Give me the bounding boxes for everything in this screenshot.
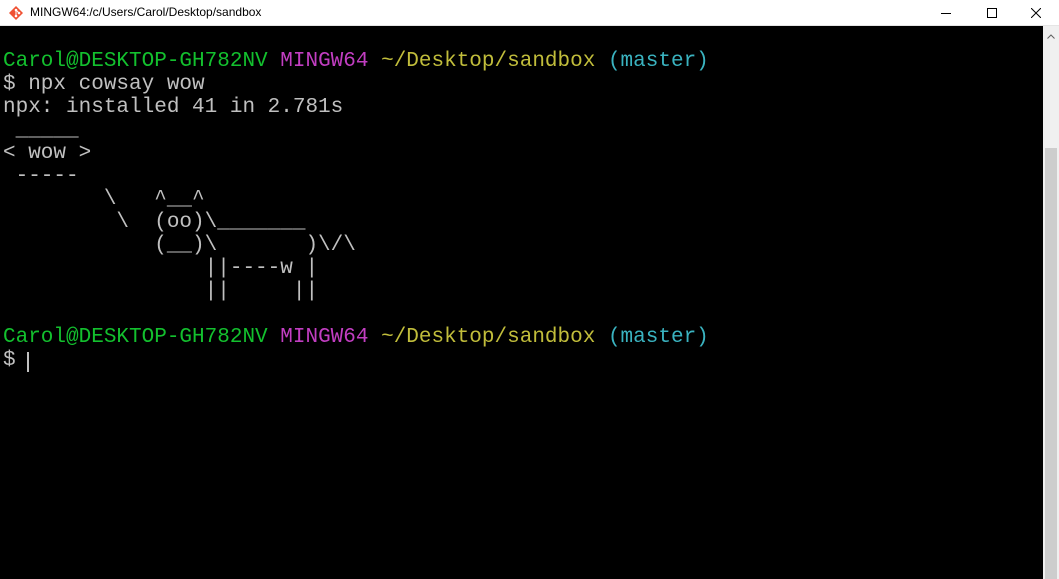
close-button[interactable] bbox=[1013, 0, 1059, 25]
close-icon bbox=[1031, 7, 1041, 18]
prompt-line-1: Carol@DESKTOP-GH782NV MINGW64 ~/Desktop/… bbox=[3, 50, 709, 73]
prompt-system: MINGW64 bbox=[280, 326, 369, 349]
output-line: || || bbox=[3, 280, 319, 303]
prompt-system: MINGW64 bbox=[280, 50, 369, 73]
prompt-branch: (master) bbox=[607, 50, 709, 73]
output-line: ||----w | bbox=[3, 257, 319, 280]
terminal-area[interactable]: Carol@DESKTOP-GH782NV MINGW64 ~/Desktop/… bbox=[0, 26, 1043, 579]
prompt-path: ~/Desktop/sandbox bbox=[381, 50, 596, 73]
prompt-line-2: Carol@DESKTOP-GH782NV MINGW64 ~/Desktop/… bbox=[3, 326, 709, 349]
prompt-user: Carol@DESKTOP-GH782NV bbox=[3, 50, 268, 73]
output-line: npx: installed 41 in 2.781s bbox=[3, 96, 344, 119]
output-line: < wow > bbox=[3, 142, 92, 165]
vertical-scrollbar[interactable] bbox=[1043, 26, 1059, 579]
prompt-user: Carol@DESKTOP-GH782NV bbox=[3, 326, 268, 349]
output-line: (__)\ )\/\ bbox=[3, 234, 356, 257]
prompt-branch: (master) bbox=[607, 326, 709, 349]
prompt-path: ~/Desktop/sandbox bbox=[381, 326, 596, 349]
minimize-icon bbox=[941, 8, 951, 18]
input-prompt: $ bbox=[3, 349, 29, 372]
chevron-up-icon bbox=[1047, 26, 1055, 44]
output-line: \ (oo)\_______ bbox=[3, 211, 306, 234]
command-line: $ npx cowsay wow bbox=[3, 73, 205, 96]
text-cursor bbox=[27, 352, 29, 372]
maximize-button[interactable] bbox=[969, 0, 1015, 25]
output-line: _____ bbox=[3, 119, 79, 142]
minimize-button[interactable] bbox=[923, 0, 969, 25]
output-line: \ ^__^ bbox=[3, 188, 205, 211]
scrollbar-thumb[interactable] bbox=[1045, 148, 1057, 579]
maximize-icon bbox=[987, 7, 997, 18]
window-title: MINGW64:/c/Users/Carol/Desktop/sandbox bbox=[30, 5, 262, 19]
title-bar[interactable]: MINGW64:/c/Users/Carol/Desktop/sandbox bbox=[0, 0, 1059, 26]
git-bash-icon bbox=[8, 5, 24, 21]
output-line: ----- bbox=[3, 165, 79, 188]
scroll-up-button[interactable] bbox=[1043, 26, 1059, 43]
